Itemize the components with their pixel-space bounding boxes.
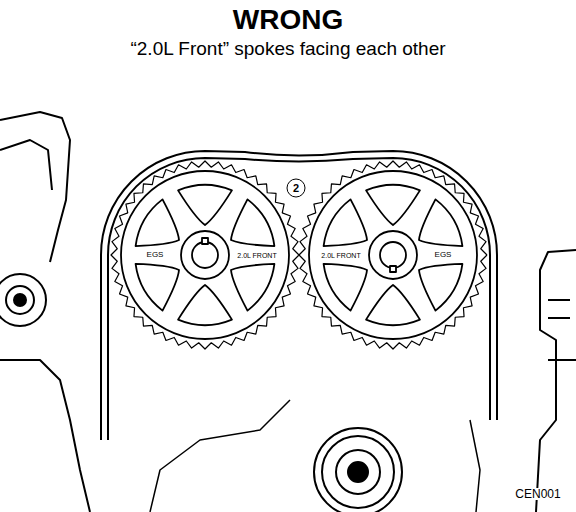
spoke-hole (366, 185, 420, 225)
crankshaft-pulley (314, 428, 402, 512)
keyway (202, 238, 208, 244)
cam-sprocket (299, 161, 487, 349)
sprocket-teeth (111, 161, 299, 349)
timing-belt (108, 158, 490, 440)
sprocket-mark: EGS (434, 251, 453, 259)
sprocket-mark: 2.0L FRONT (320, 252, 361, 259)
timing-belt (101, 151, 497, 440)
keyway (390, 266, 396, 272)
callout-circle: 2 (287, 179, 306, 198)
sprocket-teeth (299, 161, 487, 349)
spoke-hole (366, 285, 420, 325)
spoke-hole (324, 264, 367, 311)
spoke-hole (419, 199, 462, 246)
spoke-hole (231, 264, 274, 311)
engine-housing (0, 140, 52, 190)
sprocket-rim (121, 171, 289, 339)
sprocket-rim (309, 171, 477, 339)
engine-housing (0, 360, 90, 512)
engine-housing (548, 300, 576, 360)
spoke-hole (136, 199, 179, 246)
spoke-hole (231, 199, 274, 246)
sprocket-mark: 2.0L FRONT (236, 252, 277, 259)
title: WRONG (0, 4, 576, 36)
engine-housing (536, 250, 576, 512)
camshaft-bore (192, 242, 218, 268)
spoke-hole (178, 185, 232, 225)
sprocket-hub (181, 231, 229, 279)
cam-sprocket (111, 161, 299, 349)
timing-belt (101, 151, 497, 440)
spoke-hole (419, 264, 462, 311)
spoke-hole (178, 285, 232, 325)
camshaft-bore (380, 242, 406, 268)
sprocket-mark: EGS (146, 251, 165, 259)
engine-housing (0, 112, 70, 262)
tensioner-pulley (0, 274, 46, 326)
callout-number: 2 (293, 183, 299, 194)
sprocket-hub (369, 231, 417, 279)
engine-housing (470, 420, 480, 512)
caption: “2.0L Front” spokes facing each other (0, 38, 576, 60)
figure-code: CEN001 (514, 488, 561, 500)
engine-housing (150, 400, 290, 512)
spoke-hole (136, 264, 179, 311)
spoke-hole (324, 199, 367, 246)
